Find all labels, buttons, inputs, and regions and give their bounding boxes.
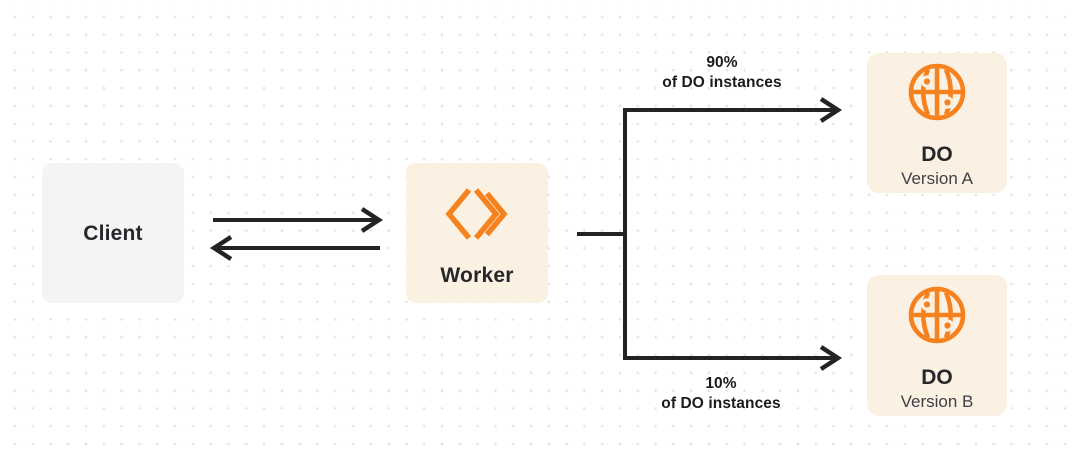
workers-chevrons-icon xyxy=(445,188,508,240)
do-b-subtitle: Version B xyxy=(900,392,974,411)
branch-b-percent-label: 10% of DO instances xyxy=(611,374,831,413)
client-box: Client xyxy=(42,163,184,303)
do-a-title: DO xyxy=(921,143,953,166)
branch-b-percent-value: 10% xyxy=(705,375,737,392)
branch-a-percent-caption: of DO instances xyxy=(662,73,782,91)
branch-a-percent-label: 90% of DO instances xyxy=(612,53,832,92)
do-b-title: DO xyxy=(921,366,953,389)
client-response-arrowhead xyxy=(209,235,233,261)
do-version-b-box: DO Version B xyxy=(867,275,1007,416)
client-label: Client xyxy=(83,221,143,245)
durable-object-globe-icon xyxy=(908,63,966,121)
client-request-arrowhead xyxy=(360,207,384,233)
branch-a-arrowhead xyxy=(819,97,843,123)
worker-box: Worker xyxy=(406,163,548,303)
worker-label: Worker xyxy=(440,264,514,287)
do-a-subtitle: Version A xyxy=(901,169,973,188)
branch-b-percent-caption: of DO instances xyxy=(661,394,781,412)
durable-object-globe-icon xyxy=(908,286,966,344)
branch-a-percent-value: 90% xyxy=(706,54,738,71)
do-version-a-box: DO Version A xyxy=(867,53,1007,193)
branch-b-arrowhead xyxy=(819,345,843,371)
